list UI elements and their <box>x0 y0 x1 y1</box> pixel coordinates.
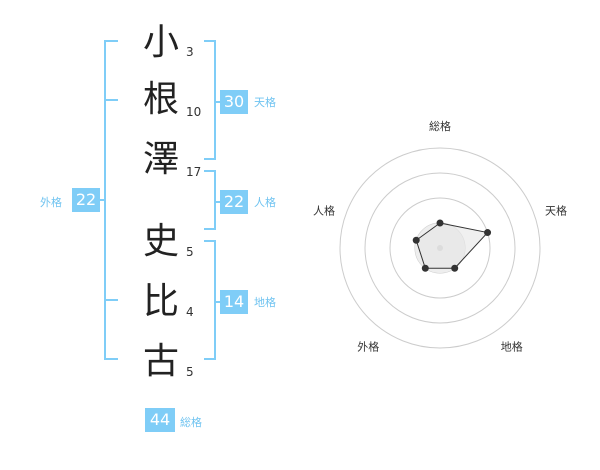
chikaku-bracket <box>204 240 216 360</box>
radar-point-3 <box>451 264 459 272</box>
name-char-2: 根 <box>142 79 179 120</box>
jinkaku-label: 人格 <box>254 196 276 209</box>
stroke-count-4: 5 <box>186 245 194 259</box>
soukaku-label: 総格 <box>180 416 202 429</box>
name-char-6: 古 <box>142 341 179 382</box>
gaikaku-bracket <box>104 40 118 360</box>
radar-axis-label-2: 天格 <box>545 203 567 217</box>
stroke-count-3: 17 <box>186 165 202 179</box>
radar-axis-label-1: 総格 <box>429 119 451 133</box>
soukaku-value: 44 <box>145 408 175 432</box>
chikaku-value: 14 <box>220 290 248 314</box>
radar-axis-label-5: 人格 <box>313 203 335 217</box>
stroke-count-1: 3 <box>186 45 194 59</box>
jinkaku-bracket <box>204 170 216 230</box>
tenkaku-label: 天格 <box>254 96 276 109</box>
radar-ring-3 <box>364 172 516 324</box>
stroke-count-5: 4 <box>186 305 194 319</box>
gaikaku-label: 外格 <box>40 196 62 209</box>
gaikaku-tick-1 <box>104 99 118 101</box>
radar-point-5 <box>412 236 420 244</box>
radar-axis-label-4: 外格 <box>357 340 379 354</box>
name-char-5: 比 <box>142 281 179 322</box>
radar-point-4 <box>421 264 429 272</box>
chikaku-label: 地格 <box>254 296 276 309</box>
gaikaku-connector <box>100 199 104 201</box>
gaikaku-value: 22 <box>72 188 100 212</box>
name-char-3: 澤 <box>142 139 179 180</box>
radar-series-polygon <box>415 222 489 269</box>
tenkaku-connector <box>216 101 220 103</box>
name-char-4: 史 <box>142 221 179 262</box>
jinkaku-value: 22 <box>220 190 248 214</box>
name-char-1: 小 <box>142 22 179 63</box>
tenkaku-bracket <box>204 40 216 160</box>
jinkaku-connector <box>216 201 220 203</box>
radar-point-2 <box>484 229 492 237</box>
tenkaku-value: 30 <box>220 90 248 114</box>
chikaku-connector <box>216 301 220 303</box>
radar-point-1 <box>436 219 444 227</box>
stroke-count-6: 5 <box>186 365 194 379</box>
stroke-count-2: 10 <box>186 105 202 119</box>
radar-ring-4 <box>339 147 541 349</box>
radar-axis-label-3: 地格 <box>501 340 523 354</box>
radar-ring-2 <box>389 197 491 299</box>
gaikaku-tick-3 <box>104 299 118 301</box>
